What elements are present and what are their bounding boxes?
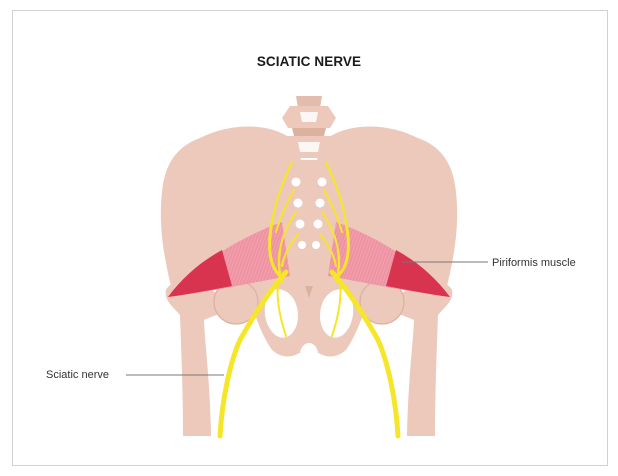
sciatic-nerve-label: Sciatic nerve: [46, 369, 109, 381]
lumbar-spine: [274, 96, 344, 158]
left-femur: [166, 280, 258, 436]
diagram-title: SCIATIC NERVE: [0, 54, 618, 69]
right-femur: [360, 280, 452, 436]
piriformis-muscle-label: Piriformis muscle: [492, 257, 576, 269]
